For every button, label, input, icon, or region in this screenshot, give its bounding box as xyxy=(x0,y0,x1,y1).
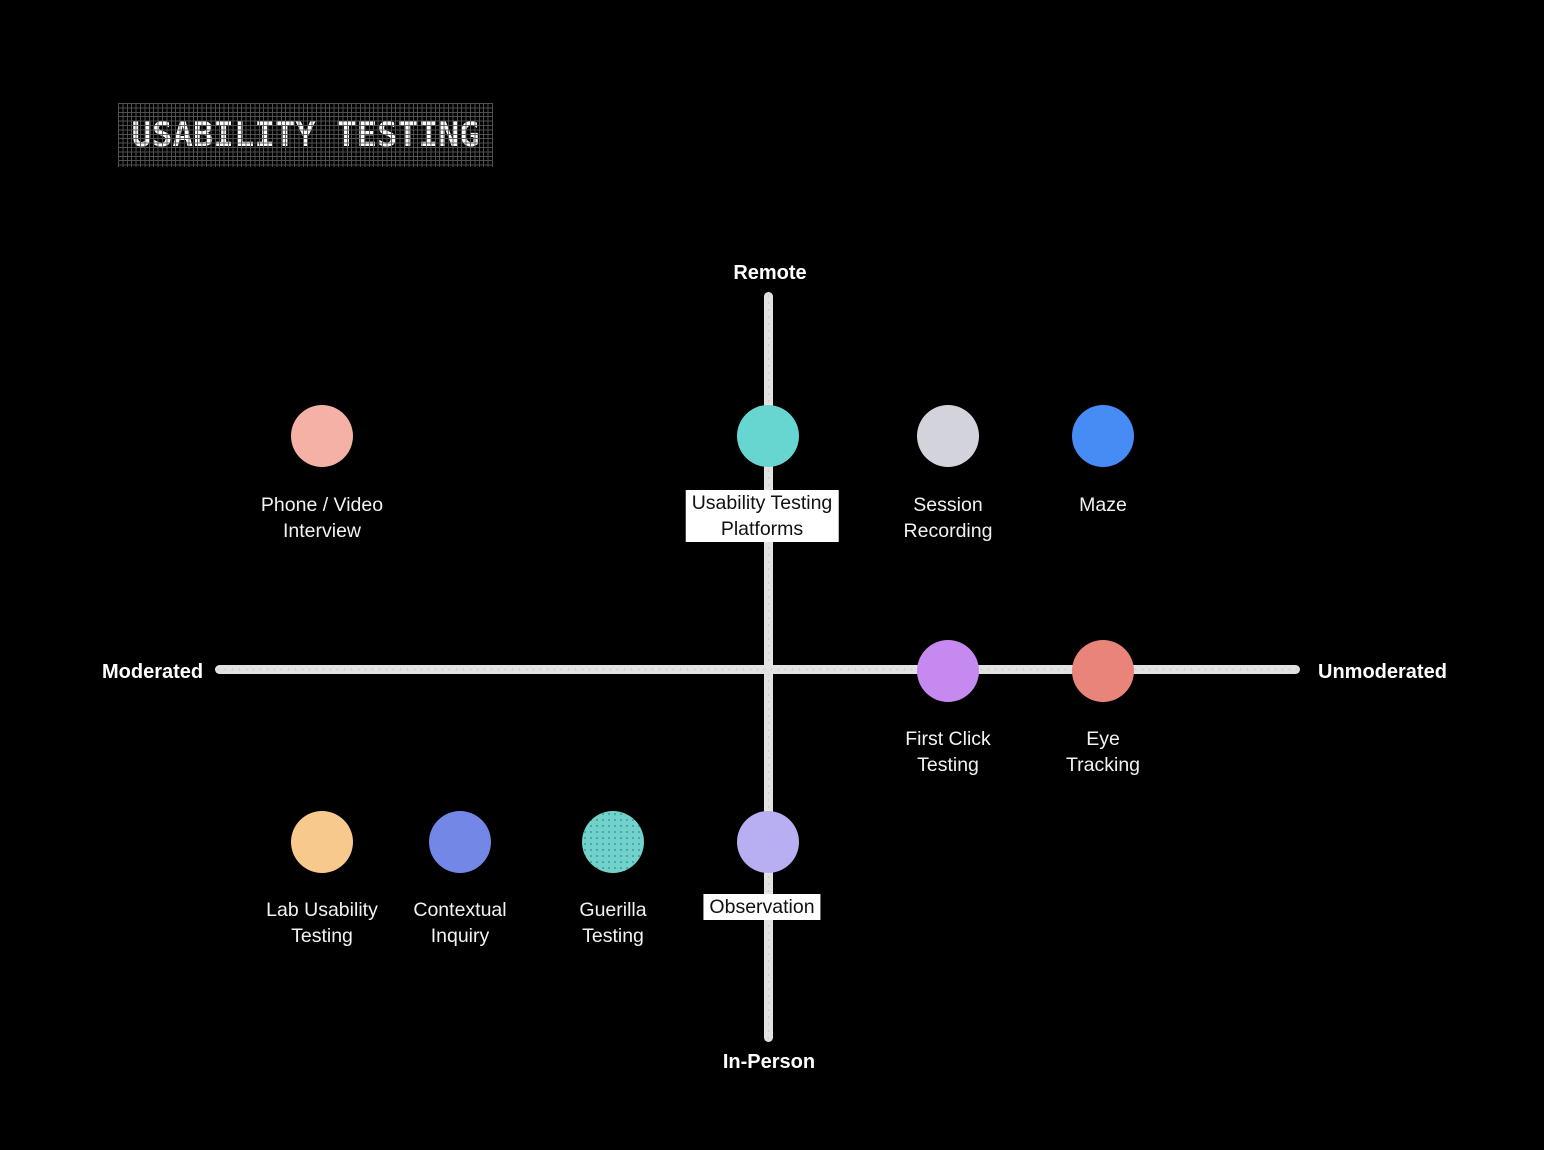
contextual-inquiry-label: Contextual Inquiry xyxy=(413,899,507,947)
title-banner: USABILITY TESTING xyxy=(118,103,493,167)
observation-label: Observation xyxy=(703,894,821,920)
guerilla-testing-dot xyxy=(582,811,644,873)
maze-dot xyxy=(1072,405,1134,467)
phone-video-interview-dot xyxy=(291,405,353,467)
axis-label-unmoderated: Unmoderated xyxy=(1318,661,1447,683)
eye-tracking-dot xyxy=(1072,640,1134,702)
observation-dot xyxy=(737,811,799,873)
eye-tracking-label: Eye Tracking xyxy=(1065,728,1141,776)
lab-usability-testing-dot xyxy=(291,811,353,873)
contextual-inquiry-dot xyxy=(429,811,491,873)
first-click-testing-label: First Click Testing xyxy=(905,728,991,776)
axis-label-in-person: In-Person xyxy=(722,1051,816,1073)
lab-usability-testing-label: Lab Usability Testing xyxy=(266,899,378,947)
axis-label-remote: Remote xyxy=(733,262,807,284)
page-title: USABILITY TESTING xyxy=(131,115,480,155)
usability-testing-platforms-label: Usability Testing Platforms xyxy=(685,490,839,542)
session-recording-dot xyxy=(917,405,979,467)
usability-testing-platforms-dot xyxy=(737,405,799,467)
maze-label: Maze xyxy=(1079,494,1127,516)
guerilla-testing-label: Guerilla Testing xyxy=(579,899,647,947)
first-click-testing-dot xyxy=(917,640,979,702)
axis-label-moderated: Moderated xyxy=(102,661,204,683)
horizontal-axis-line xyxy=(215,665,1300,674)
session-recording-label: Session Recording xyxy=(903,494,993,542)
phone-video-interview-label: Phone / Video Interview xyxy=(260,494,384,542)
